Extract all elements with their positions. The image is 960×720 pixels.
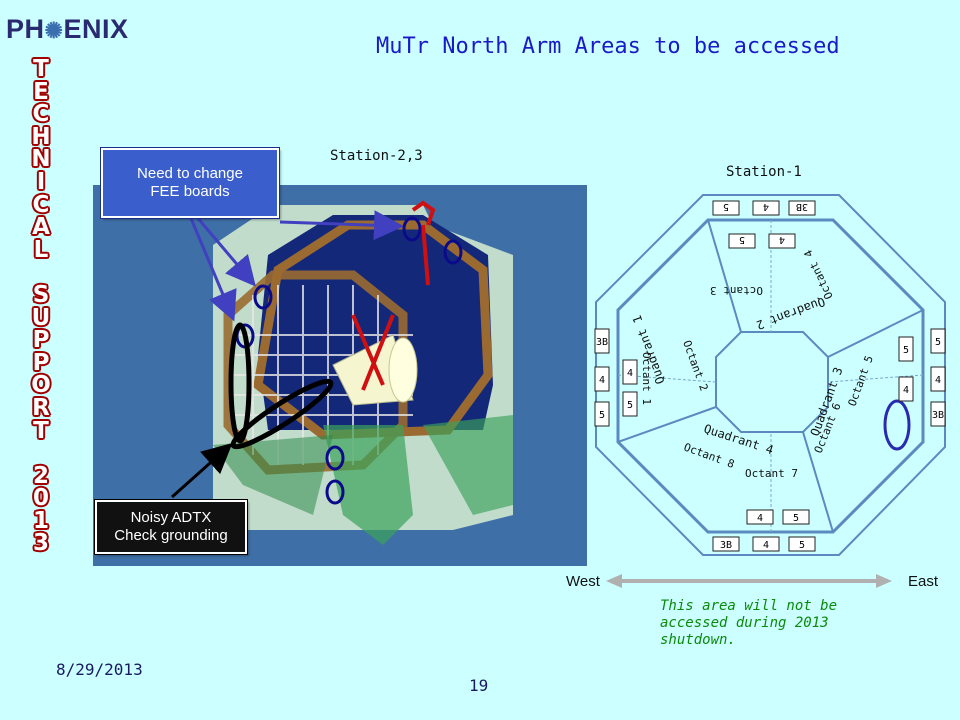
readout-box-label: 5 xyxy=(935,337,941,348)
vertical-letter: 3 xyxy=(32,530,49,557)
adtx-callout-line-1: Noisy ADTX xyxy=(130,509,212,526)
readout-box: 5 xyxy=(782,509,810,525)
fee-callout-line-1: Need to change xyxy=(137,165,243,182)
readout-box: 5 xyxy=(728,233,756,249)
readout-box-label: 5 xyxy=(627,400,633,411)
page-title: MuTr North Arm Areas to be accessed xyxy=(376,34,840,59)
octant-2-label: Octant 2 xyxy=(680,339,710,393)
readout-box: 5 xyxy=(788,536,816,552)
vertical-letter: E xyxy=(33,78,49,105)
vertical-letter: A xyxy=(32,214,50,241)
readout-box: 3B xyxy=(788,200,816,216)
readout-box-label: 5 xyxy=(599,410,605,421)
readout-box: 4 xyxy=(752,536,780,552)
readout-box: 4 xyxy=(768,233,796,249)
readout-box-label: 3B xyxy=(596,337,608,348)
readout-box: 3B xyxy=(930,401,946,427)
readout-box-label: 4 xyxy=(779,234,785,245)
readout-box-label: 3B xyxy=(796,201,808,212)
readout-box: 4 xyxy=(594,366,610,392)
fee-callout-line-2: FEE boards xyxy=(150,183,230,200)
vertical-letter: P xyxy=(32,327,50,354)
readout-box: 4 xyxy=(752,200,780,216)
vertical-letter: H xyxy=(31,123,51,150)
station-1-label: Station-1 xyxy=(726,164,802,180)
readout-box-label: 3B xyxy=(720,540,732,551)
vertical-letter: C xyxy=(32,191,50,218)
phenix-logo: PH✺ENIX xyxy=(6,14,128,45)
logo-text-left: PH xyxy=(6,14,45,44)
quadrant-2-label: Quadrant 2 xyxy=(754,294,827,332)
note-line-1: This area will not be xyxy=(660,598,838,614)
readout-box-label: 5 xyxy=(793,513,799,524)
readout-box-label: 5 xyxy=(903,345,909,356)
footer-date: 8/29/2013 xyxy=(56,660,143,679)
readout-box: 3B xyxy=(594,328,610,354)
readout-box: 4 xyxy=(930,366,946,392)
vertical-letter: U xyxy=(31,304,51,331)
readout-box-label: 5 xyxy=(739,234,745,245)
vertical-letter: 0 xyxy=(32,485,49,512)
note-line-3: shutdown. xyxy=(660,632,736,648)
octant-4-label: Octant 4 xyxy=(801,247,835,301)
vertical-letter: N xyxy=(31,146,51,173)
access-note: This area will not be accessed during 20… xyxy=(660,598,860,649)
readout-box-label: 4 xyxy=(763,540,769,551)
readout-box-label: 5 xyxy=(799,540,805,551)
readout-box: 4 xyxy=(622,359,638,385)
vertical-letter: S xyxy=(32,281,50,308)
octant-3-label: Octant 3 xyxy=(710,284,763,297)
readout-box: 5 xyxy=(930,328,946,354)
octant-5-label: Octant 5 xyxy=(846,354,876,408)
vertical-letter: P xyxy=(32,349,50,376)
sun-icon: ✺ xyxy=(44,18,64,43)
logo-text-right: ENIX xyxy=(63,14,129,44)
vertical-letter: 2 xyxy=(32,462,49,489)
octant-7-label: Octant 7 xyxy=(745,467,798,480)
page-number: 19 xyxy=(469,676,489,695)
readout-box: 3B xyxy=(712,536,740,552)
vertical-letter: T xyxy=(33,56,49,82)
vertical-letter: 1 xyxy=(32,507,49,534)
vertical-letter: O xyxy=(31,372,51,399)
readout-box-label: 5 xyxy=(723,201,729,212)
vertical-letter: L xyxy=(33,236,49,263)
readout-box-label: 4 xyxy=(903,385,909,396)
readout-box-label: 4 xyxy=(599,375,605,386)
octant-8-label: Octant 8 xyxy=(682,441,736,471)
readout-box-label: 4 xyxy=(757,513,763,524)
east-label: East xyxy=(908,573,939,590)
readout-box-label: 4 xyxy=(935,375,941,386)
readout-box-label: 4 xyxy=(627,368,633,379)
readout-box: 5 xyxy=(898,336,914,362)
readout-box: 4 xyxy=(898,376,914,402)
readout-box-label: 3B xyxy=(932,410,944,421)
note-line-2: accessed during 2013 xyxy=(660,615,829,631)
readout-box-label: 4 xyxy=(763,201,769,212)
vertical-letter: R xyxy=(32,394,50,421)
readout-box: 5 xyxy=(712,200,740,216)
readout-box: 5 xyxy=(594,401,610,427)
octant-1-label: Octant 1 xyxy=(640,352,653,405)
readout-box: 4 xyxy=(746,509,774,525)
readout-box: 5 xyxy=(622,391,638,417)
station-1-diagram: 5 4 3B 5 4 3B 4 5 4 5 3B 4 5 4 5 5 4 3B 5 4 Octant 3 Quadra… xyxy=(594,194,946,556)
west-label: West xyxy=(566,573,600,590)
vertical-letter: T xyxy=(33,417,49,444)
vertical-letter: C xyxy=(32,101,50,128)
adtx-callout-line-2: Check grounding xyxy=(114,527,228,544)
station-2-3-label: Station-2,3 xyxy=(330,148,423,164)
vertical-letter: I xyxy=(36,168,46,195)
